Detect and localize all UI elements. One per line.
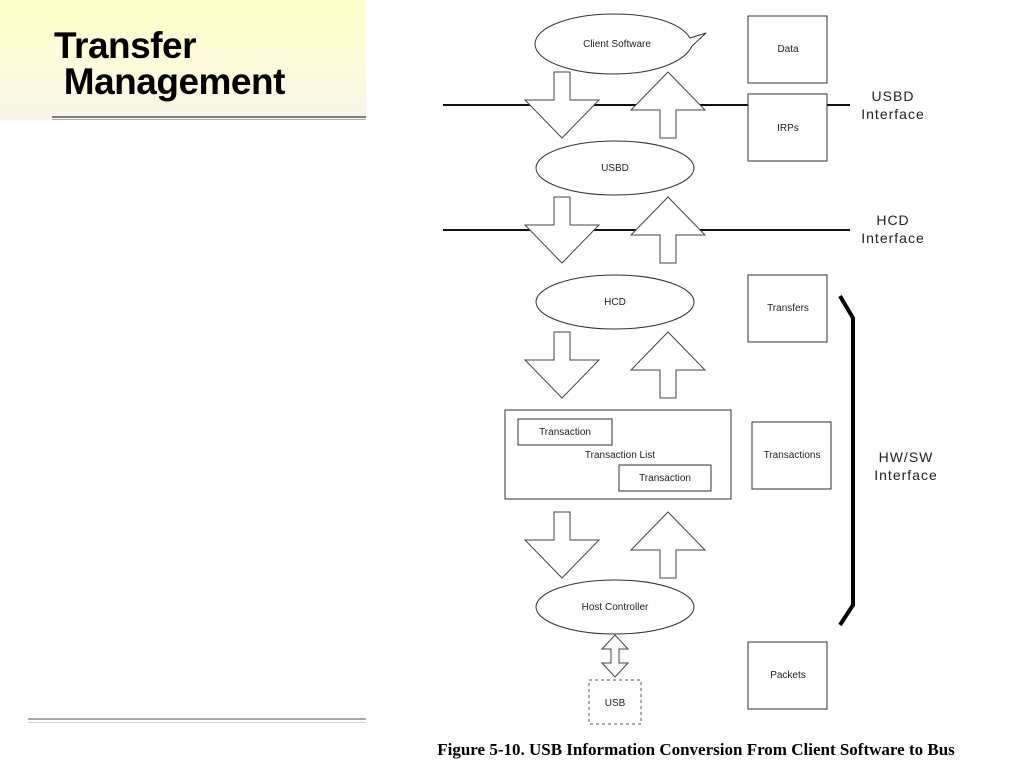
hcd-node: HCD [535, 274, 695, 330]
transfers-label: Transfers [767, 303, 809, 314]
slide-title-line2: Management [54, 61, 286, 102]
usb-label: USB [605, 698, 626, 709]
figure-caption: Figure 5-10. USB Information Conversion … [437, 740, 955, 759]
title-underline [52, 116, 366, 120]
irps-box: IRPs [747, 93, 828, 162]
slide-title: Transfer Management [54, 25, 286, 102]
usbd-interface-line2: Interface [861, 106, 924, 122]
transaction-list-node: Transaction Transaction List Transaction [504, 409, 732, 500]
up-arrow-icon [630, 71, 706, 139]
data-label: Data [777, 44, 799, 55]
up-arrow-icon [630, 331, 706, 399]
down-arrow-icon [524, 511, 600, 579]
hwsw-interface-label: HW/SW Interface [874, 449, 937, 483]
client-software-label: Client Software [583, 39, 651, 50]
data-box: Data [747, 15, 828, 84]
transaction-box-2 [618, 464, 712, 492]
packets-box: Packets [747, 641, 828, 710]
usb-node: USB [588, 679, 642, 725]
transaction-label-1: Transaction [539, 427, 591, 438]
bidirectional-arrow-icon [600, 634, 630, 678]
client-software-node: Client Software [534, 13, 707, 75]
slide-title-line1: Transfer [54, 25, 197, 66]
irps-label: IRPs [777, 123, 799, 134]
hcd-interface-line2: Interface [861, 230, 924, 246]
up-arrow-icon [630, 511, 706, 579]
usbd-interface-line1: USBD [872, 88, 915, 104]
down-arrow-icon [524, 331, 600, 399]
hwsw-interface-line2: Interface [874, 467, 937, 483]
down-arrow-icon [524, 196, 600, 264]
title-panel [0, 0, 366, 120]
transactions-box: Transactions [751, 421, 832, 490]
down-arrow-icon [524, 71, 600, 139]
hwsw-bracket [838, 294, 855, 627]
transactions-label: Transactions [764, 450, 821, 461]
hcd-interface-label: HCD Interface [861, 212, 924, 246]
transaction-box-1 [517, 418, 613, 446]
hcd-interface-line1: HCD [876, 212, 909, 228]
transfers-box: Transfers [747, 274, 828, 343]
transaction-list-label: Transaction List [585, 450, 655, 461]
packets-label: Packets [770, 670, 806, 681]
transaction-label-2: Transaction [639, 473, 691, 484]
hcd-label: HCD [604, 297, 626, 308]
usbd-label: USBD [601, 163, 629, 174]
host-controller-node: Host Controller [535, 579, 695, 635]
usbd-node: USBD [535, 140, 695, 196]
usbd-interface-label: USBD Interface [861, 88, 924, 122]
footer-rule [28, 718, 366, 723]
up-arrow-icon [630, 196, 706, 264]
hwsw-interface-line1: HW/SW [879, 449, 934, 465]
host-controller-label: Host Controller [582, 602, 649, 613]
